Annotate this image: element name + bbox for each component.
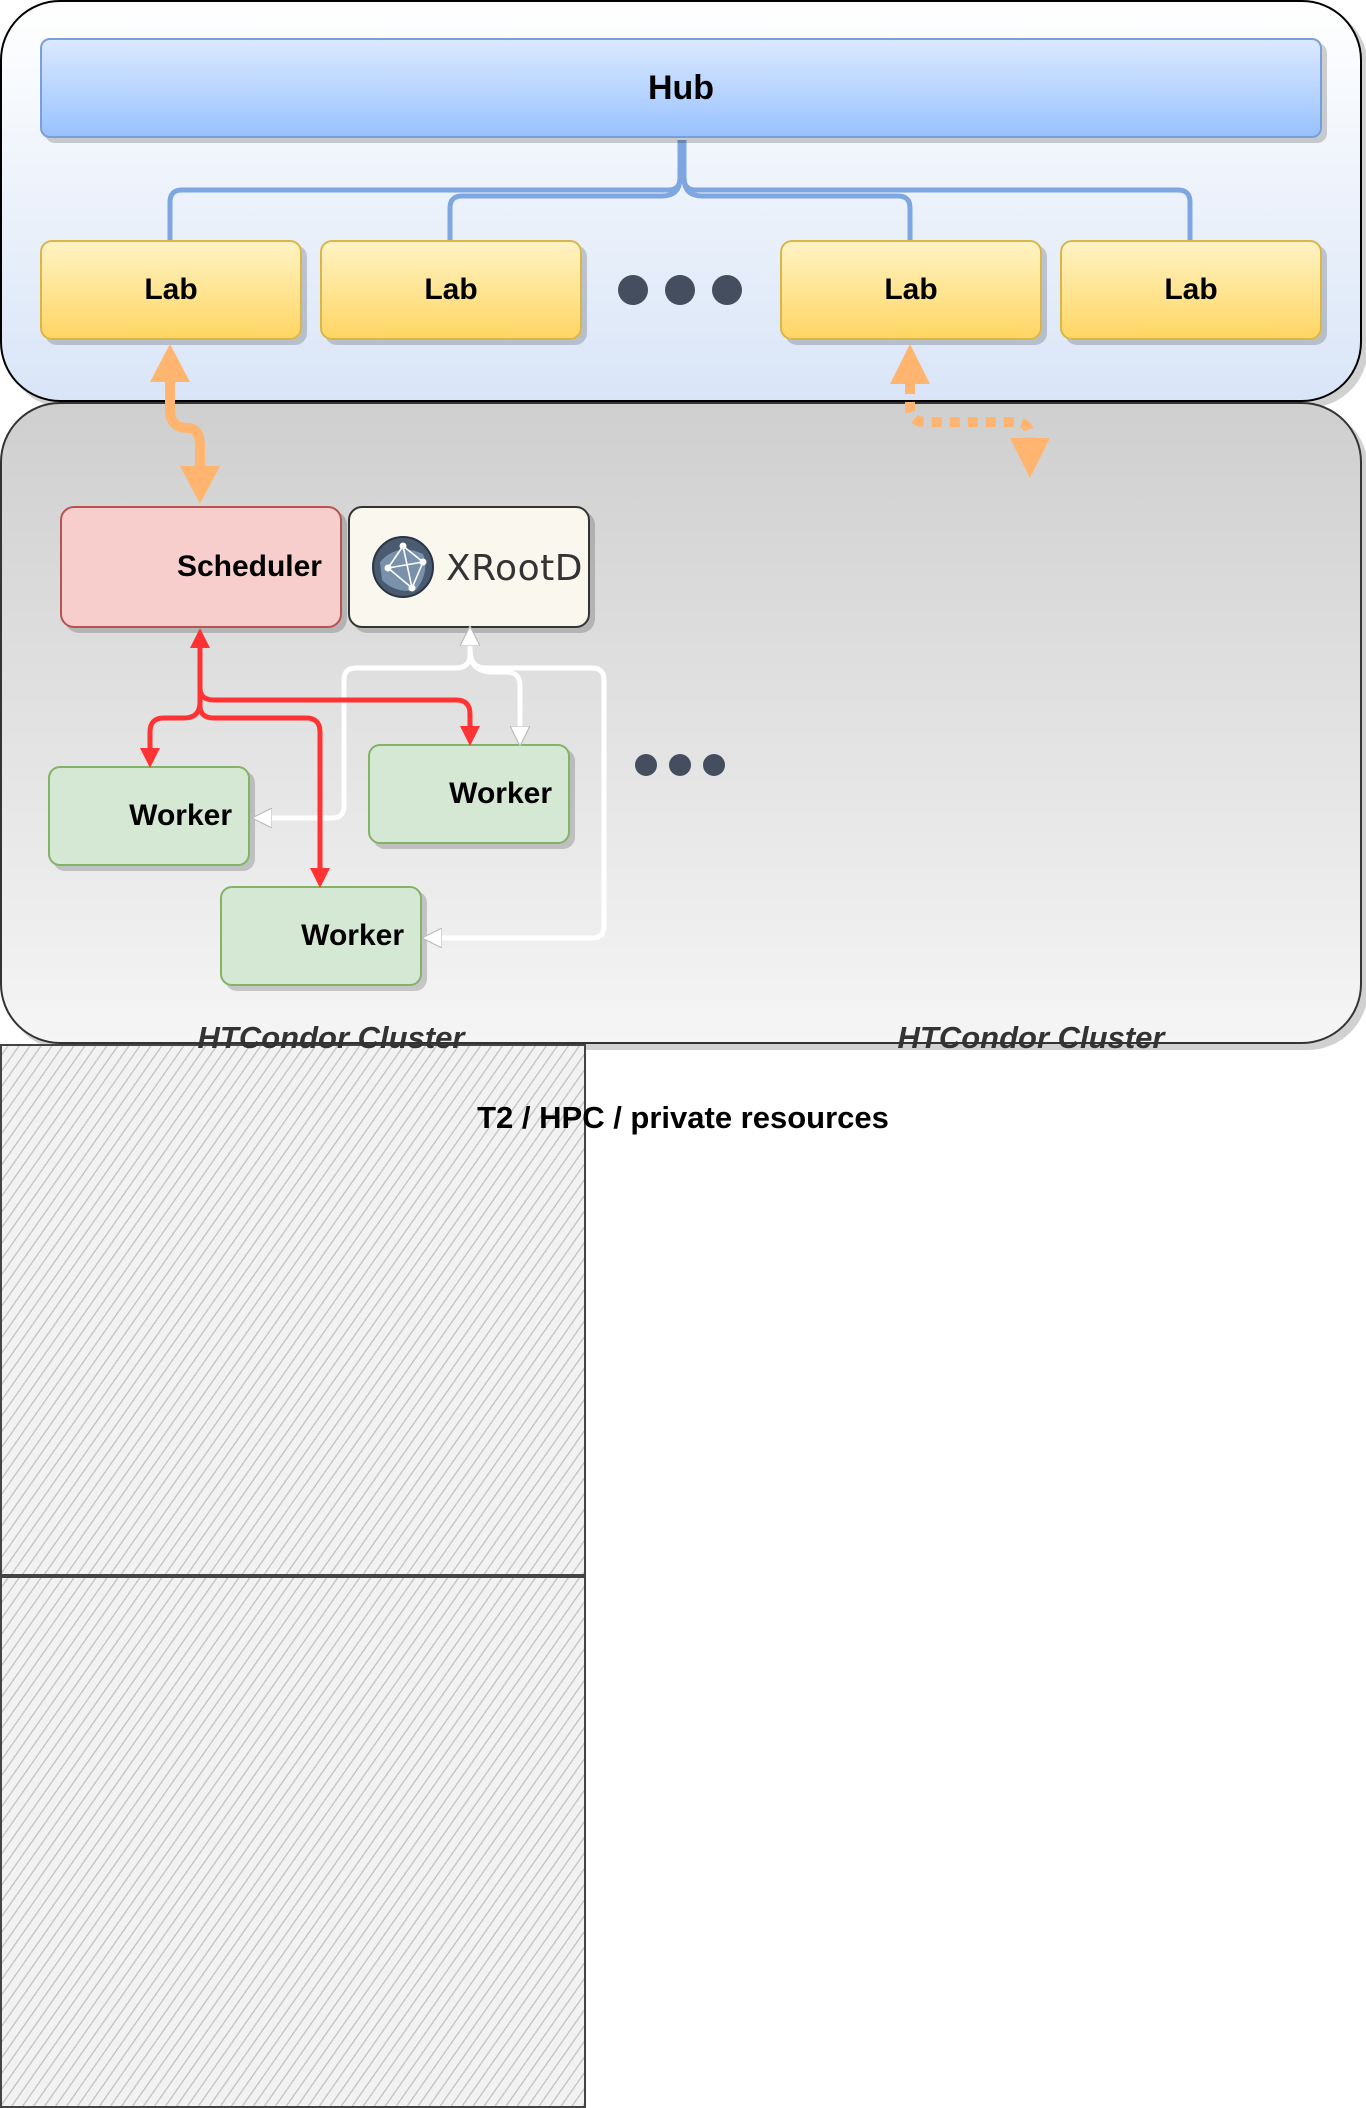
cluster-caption-left: HTCondor Cluster [197, 1020, 465, 1055]
lab-box-4: Lab [1060, 240, 1322, 340]
tree-line-lab-2 [447, 177, 683, 240]
hub-box: Hub [40, 38, 1322, 138]
worker-label: Worker [449, 777, 552, 810]
labs-ellipsis [618, 275, 742, 305]
hub-tree-connectors [167, 140, 1193, 240]
xrootd-data-arrows [262, 636, 607, 938]
ellipsis-dot [712, 275, 742, 305]
scheduler-job-arrows [140, 628, 480, 888]
xrootd-to-worker-3-arrow [432, 649, 607, 938]
xrootd-to-worker-2-arrow [467, 649, 520, 736]
worker-box-1: Worker [48, 766, 250, 866]
lab-label: Lab [1164, 273, 1218, 306]
xrootd-box: XRootD [348, 506, 590, 628]
htcondor-cluster-right [0, 1576, 586, 2108]
lab-label: Lab [144, 273, 198, 306]
ellipsis-dot [665, 275, 695, 305]
clusters-ellipsis [635, 754, 725, 776]
lab-box-2: Lab [320, 240, 582, 340]
worker-label: Worker [301, 919, 404, 952]
resources-footer-label: T2 / HPC / private resources [477, 1100, 889, 1135]
worker-box-2: Worker [368, 744, 570, 844]
scheduler-label: Scheduler [176, 550, 322, 583]
scheduler-to-worker-3-arrow [197, 660, 330, 888]
ellipsis-dot [635, 754, 657, 776]
scheduler-box: Scheduler [60, 506, 342, 628]
tree-line-lab-4 [681, 140, 1193, 240]
ellipsis-dot [703, 754, 725, 776]
lab-cluster-dashed-link-arrow [890, 344, 1050, 478]
lab-scheduler-link-arrow [150, 344, 220, 504]
lab-label: Lab [424, 273, 478, 306]
xrootd-label: XRootD [446, 548, 583, 589]
ellipsis-dot [618, 275, 648, 305]
lab-box-3: Lab [780, 240, 1042, 340]
xrootd-logo-icon [372, 536, 434, 598]
worker-label: Worker [129, 799, 232, 832]
ellipsis-dot [669, 754, 691, 776]
xrootd-to-worker-1-arrow [262, 640, 473, 818]
scheduler-to-worker-2-arrow [197, 660, 480, 746]
arrows-overlay [140, 344, 1050, 1140]
lab-box-1: Lab [40, 240, 302, 340]
cluster-caption-right: HTCondor Cluster [897, 1020, 1165, 1055]
hub-label: Hub [647, 68, 715, 107]
lab-label: Lab [884, 273, 938, 306]
scheduler-to-worker-1-arrow [140, 660, 203, 768]
